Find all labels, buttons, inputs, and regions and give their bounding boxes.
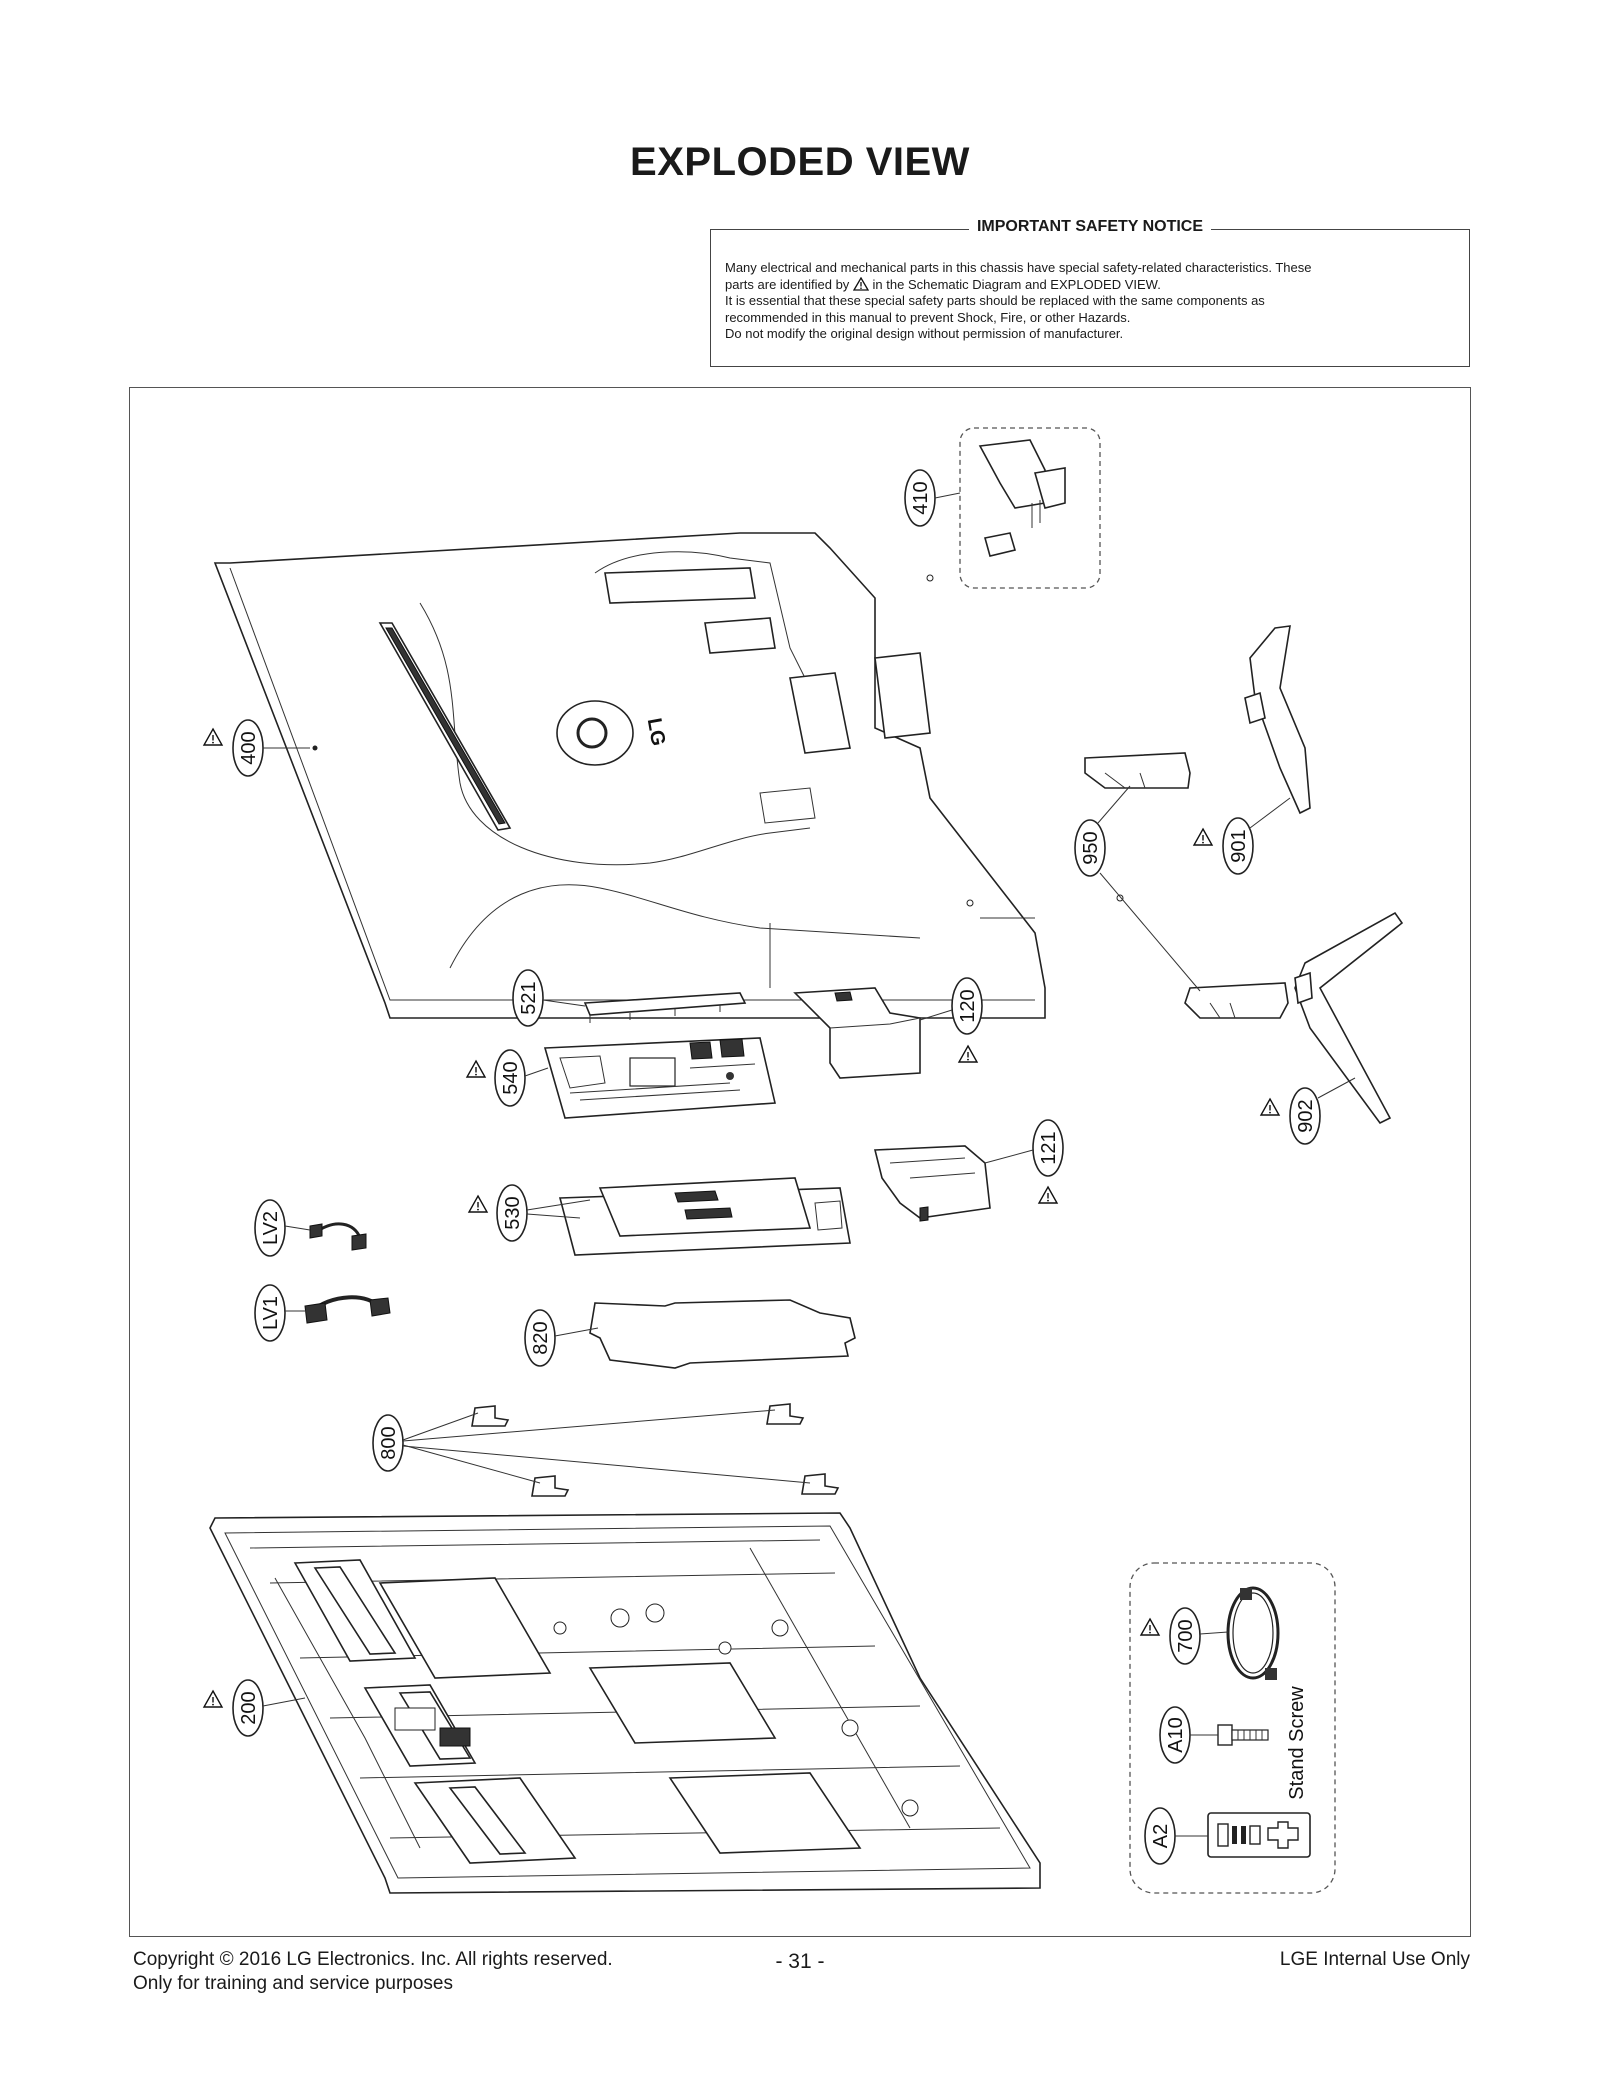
page-number: - 31 - [775,1950,825,1973]
callout-700 [1169,1607,1201,1665]
notice-line-4: recommended in this manual to prevent Sh… [725,309,1131,325]
accessories-box [1129,1562,1336,1894]
footer-internal: LGE Internal Use Only [1279,1949,1470,1970]
callout-lv1 [254,1284,286,1342]
part-410-group-box [959,427,1101,589]
safety-notice-body: Many electrical and mechanical parts in … [725,260,1455,343]
label-800: 800 [378,1426,400,1459]
label-400: 400 [238,731,260,764]
callout-800 [372,1414,404,1472]
part-a2-battery-label [1207,1812,1311,1858]
callout-950 [1074,819,1106,877]
label-521: 521 [518,981,540,1014]
label-820: 820 [530,1321,552,1354]
warning-icon-530 [468,1195,488,1213]
label-121: 121 [1038,1131,1060,1164]
warning-icon-121 [1038,1186,1058,1204]
notice-line-2: parts are identified by in the Schematic… [725,276,1161,292]
callout-820 [524,1309,556,1367]
label-902: 902 [1295,1099,1317,1132]
part-a10-stand-screw [1217,1724,1269,1746]
part-950-stand-base-lower [1184,982,1289,1019]
warning-icon-902 [1260,1098,1280,1116]
part-820-insulator-sheet [589,1299,856,1369]
callout-530 [496,1184,528,1242]
lg-logo-text: LG [643,716,669,747]
warning-icon-700 [1140,1618,1160,1636]
warning-icon-901 [1193,828,1213,846]
part-lv2-cable [309,1222,367,1251]
lg-logo: LG [556,700,669,766]
label-a2: A2 [1150,1824,1172,1848]
label-lv2: LV2 [260,1211,282,1245]
label-lv1: LV1 [260,1296,282,1330]
part-521-bracket [583,992,747,1023]
label-a10: A10 [1165,1717,1187,1753]
label-stand-screw: Stand Screw [1286,1686,1308,1800]
part-800-bracket-set [471,1403,840,1497]
warning-icon-200 [203,1690,223,1708]
label-120: 120 [957,989,979,1022]
footer-left: Copyright © 2016 LG Electronics. Inc. Al… [133,1948,613,1996]
callout-120 [951,977,983,1035]
warning-icon-400 [203,728,223,746]
callout-902 [1289,1087,1321,1145]
exploded-view-frame: 410 LG 400 [129,387,1471,1937]
notice-line-5: Do not modify the original design withou… [725,326,1124,341]
label-410: 410 [910,481,932,514]
callout-521 [512,969,544,1027]
label-700: 700 [1175,1619,1197,1652]
callout-901 [1222,817,1254,875]
part-121-speaker [873,1145,991,1222]
callout-121 [1032,1119,1064,1177]
part-120-speaker [793,987,921,1079]
safety-notice-box: IMPORTANT SAFETY NOTICE Many electrical … [710,218,1470,367]
part-700-remote-cable [1226,1586,1280,1680]
page-title: EXPLODED VIEW [630,140,970,184]
label-200: 200 [238,1691,260,1724]
notice-line-3: It is essential that these special safet… [725,293,1265,308]
part-901-stand-left [1244,625,1311,815]
label-540: 540 [500,1061,522,1094]
warning-icon-120 [958,1045,978,1063]
part-200-main-frame [209,1512,1041,1894]
callout-540 [494,1049,526,1107]
notice-line-1: Many electrical and mechanical parts in … [725,260,1312,275]
part-540-main-board [543,1037,776,1119]
label-901: 901 [1228,829,1250,862]
part-950-stand-base-upper [1084,752,1191,789]
part-410-bracket [978,439,1066,557]
footer-purpose: Only for training and service purposes [133,1973,453,1994]
callout-lv2 [254,1199,286,1257]
safety-notice-heading: IMPORTANT SAFETY NOTICE [968,218,1212,235]
label-530: 530 [502,1196,524,1229]
part-lv1-cable [304,1295,391,1324]
footer-copyright: Copyright © 2016 LG Electronics. Inc. Al… [133,1949,613,1970]
part-902-stand-right [1294,911,1404,1125]
warning-icon-540 [466,1060,486,1078]
exploded-view-diagram: 410 LG 400 [203,427,1404,1894]
part-400-back-cover [213,532,1124,1019]
callout-200 [232,1679,264,1737]
part-530-power-board [558,1177,851,1256]
warning-triangle-icon [852,276,869,291]
label-950: 950 [1080,831,1102,864]
